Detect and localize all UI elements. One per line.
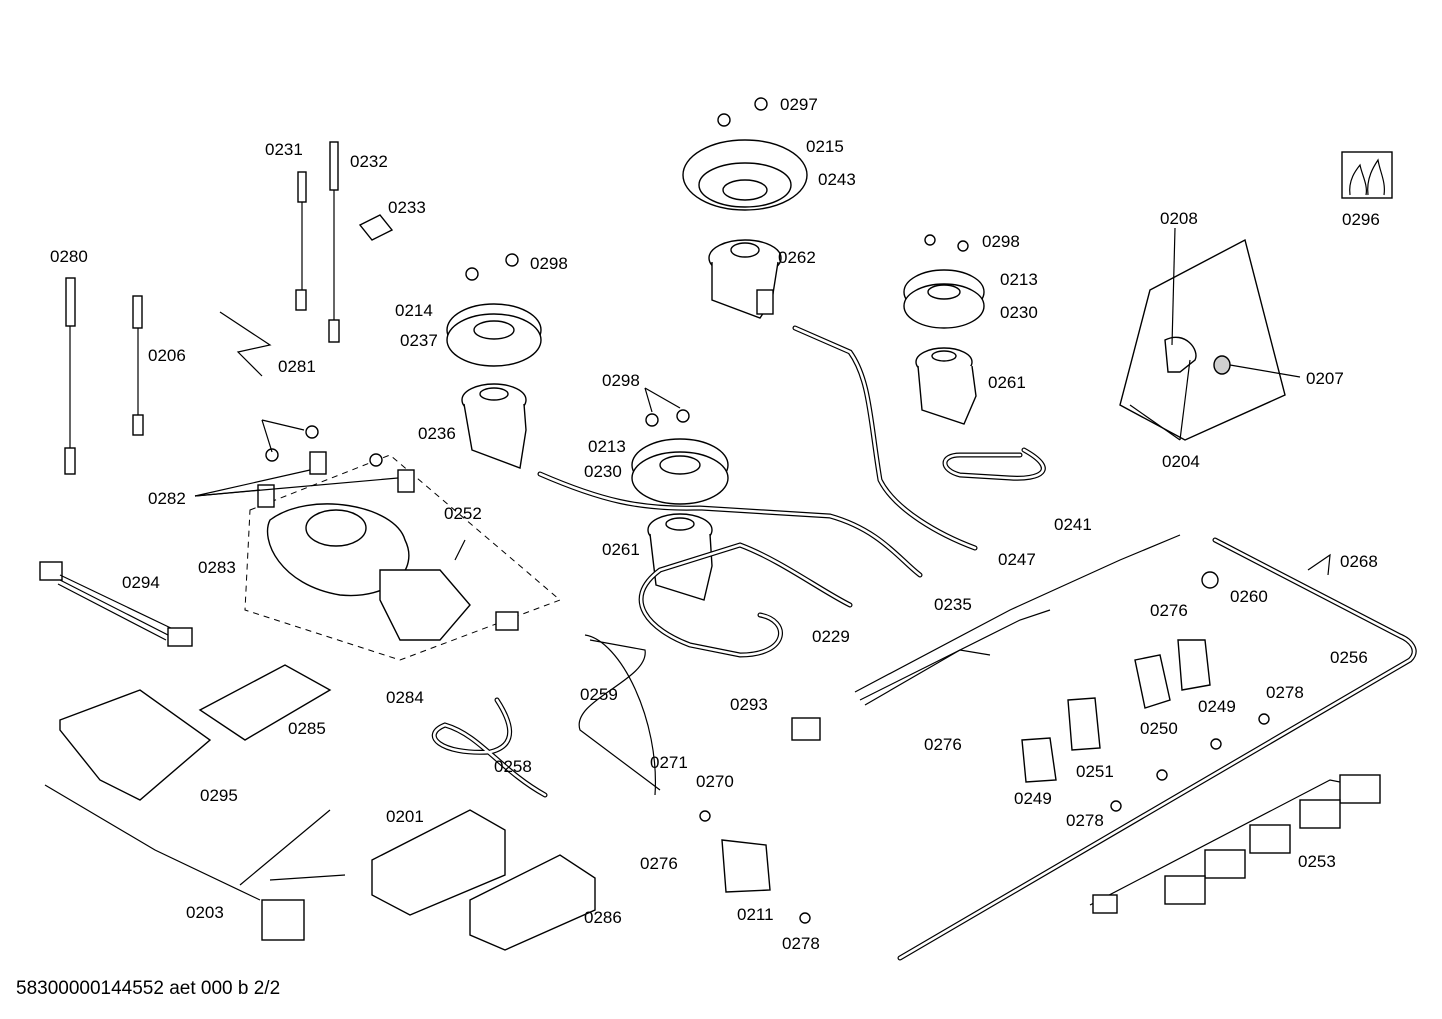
part-label: 0261 (602, 540, 640, 559)
gas-pipes (431, 325, 1046, 798)
part-label: 0298 (602, 371, 640, 390)
burner-left (446, 253, 542, 469)
part-label: 0276 (1150, 601, 1188, 620)
part-label: 0296 (1342, 210, 1380, 229)
part-label: 0250 (1140, 719, 1178, 738)
part-label: 0236 (418, 424, 456, 443)
part-label: 0286 (584, 908, 622, 927)
part-label: 0271 (650, 753, 688, 772)
part-label: 0232 (350, 152, 388, 171)
part-label: 0285 (288, 719, 326, 738)
part-labels: 0297 0215 0243 0262 0231 0232 0233 0298 … (50, 95, 1380, 953)
part-label: 0233 (388, 198, 426, 217)
part-label: 0247 (998, 550, 1036, 569)
part-label: 0241 (1054, 515, 1092, 534)
part-label: 0201 (386, 807, 424, 826)
part-label: 0278 (782, 934, 820, 953)
part-label: 0282 (148, 489, 186, 508)
part-label: 0213 (1000, 270, 1038, 289)
manifold-and-valves (699, 534, 1417, 961)
part-label: 0281 (278, 357, 316, 376)
part-label: 0293 (730, 695, 768, 714)
part-label: 0256 (1330, 648, 1368, 667)
part-label: 0203 (186, 903, 224, 922)
part-label: 0259 (580, 685, 618, 704)
part-label: 0252 (444, 504, 482, 523)
part-label: 0229 (812, 627, 850, 646)
part-label: 0211 (737, 905, 774, 924)
part-label: 0297 (780, 95, 818, 114)
ignition-module (244, 425, 561, 661)
part-label: 0258 (494, 757, 532, 776)
connector-bag (1119, 151, 1393, 589)
part-label: 0276 (640, 854, 678, 873)
part-label: 0276 (924, 735, 962, 754)
part-label: 0295 (200, 786, 238, 805)
burner-right (903, 234, 985, 425)
document-id: 58300000144552 aet 000 b 2/2 (16, 978, 281, 999)
leader-lines (194, 227, 1301, 497)
part-label: 0270 (696, 772, 734, 791)
part-label: 0214 (395, 301, 433, 320)
part-label: 0280 (50, 247, 88, 266)
part-label: 0260 (1230, 587, 1268, 606)
part-label: 0298 (982, 232, 1020, 251)
part-label: 0261 (988, 373, 1026, 392)
part-label: 0294 (122, 573, 160, 592)
part-label: 0253 (1298, 852, 1336, 871)
part-label: 0237 (400, 331, 438, 350)
part-label: 0231 (265, 140, 303, 159)
part-label: 0213 (588, 437, 626, 456)
part-label: 0298 (530, 254, 568, 273)
part-label: 0230 (1000, 303, 1038, 322)
thermocouples (64, 141, 394, 475)
part-label: 0204 (1162, 452, 1200, 471)
part-label: 0278 (1066, 811, 1104, 830)
electronics (39, 561, 596, 951)
burner-top-center (682, 97, 808, 319)
part-label: 0278 (1266, 683, 1304, 702)
part-label: 0215 (806, 137, 844, 156)
part-label: 0243 (818, 170, 856, 189)
part-label: 0208 (1160, 209, 1198, 228)
part-label: 0262 (778, 248, 816, 267)
burner-center (631, 409, 729, 601)
part-label: 0249 (1014, 789, 1052, 808)
part-label: 0207 (1306, 369, 1344, 388)
part-label: 0249 (1198, 697, 1236, 716)
part-label: 0230 (584, 462, 622, 481)
part-label: 0283 (198, 558, 236, 577)
part-label: 0284 (386, 688, 424, 707)
part-label: 0235 (934, 595, 972, 614)
part-label: 0268 (1340, 552, 1378, 571)
part-label: 0251 (1076, 762, 1114, 781)
part-label: 0206 (148, 346, 186, 365)
